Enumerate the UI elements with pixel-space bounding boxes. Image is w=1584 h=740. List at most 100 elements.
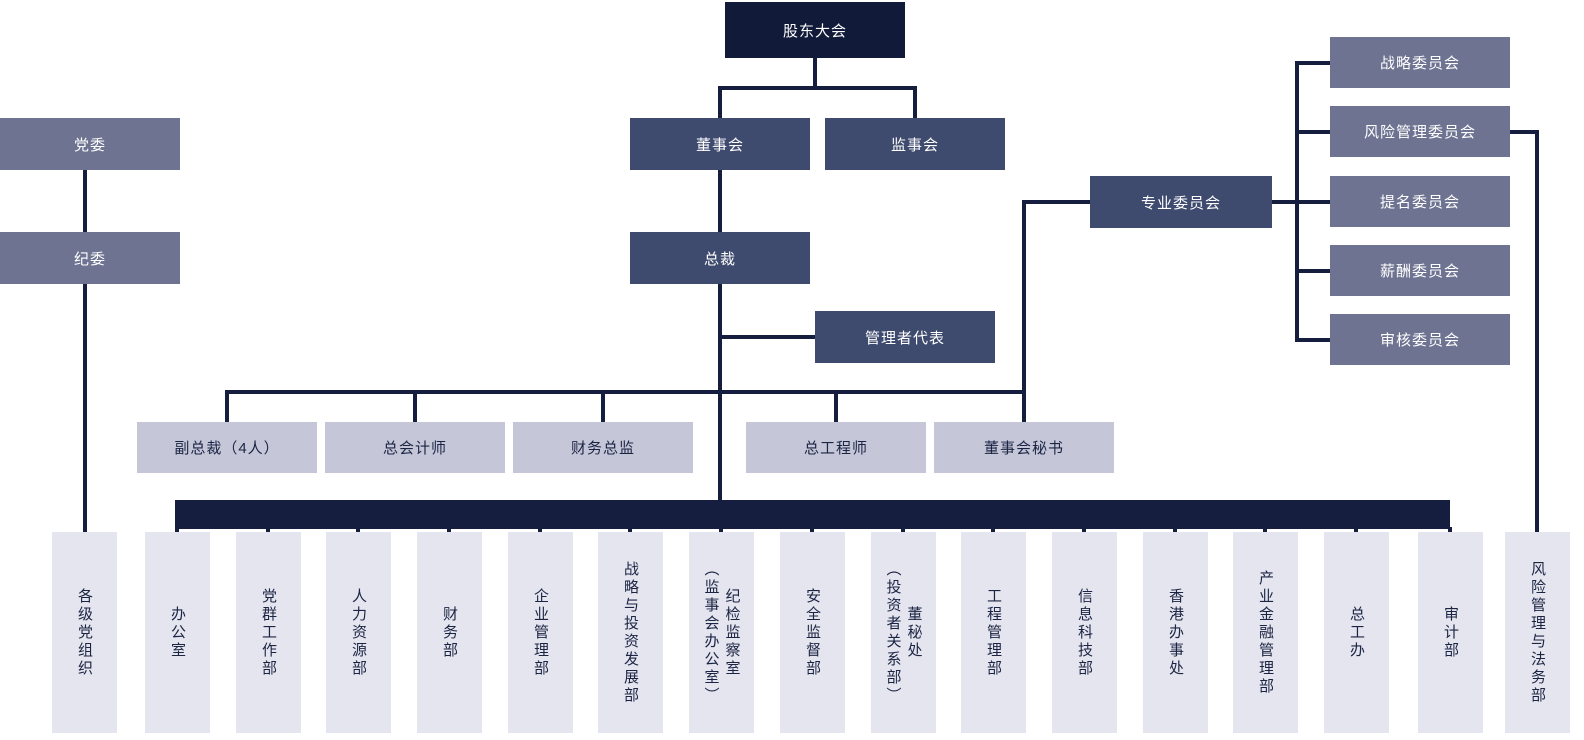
org-node-chief-accountant: 总会计师 [325, 422, 505, 473]
org-node-discipline-inspection-office: 纪检监察室 （监事会办公室） [689, 532, 754, 733]
connector-dept-stub [901, 527, 905, 534]
connector-audit-committee-stub [1299, 338, 1330, 342]
org-node-label: 财务总监 [570, 440, 635, 457]
connector-dept-stub [538, 527, 542, 534]
org-node-label: 董秘处 （投资者关系部） [884, 560, 923, 705]
org-node-finance-dept: 财务部 [417, 532, 482, 733]
org-node-supervisory-board: 监事会 [825, 118, 1005, 170]
org-node-party-mass-work-dept: 党群工作部 [236, 532, 301, 733]
org-node-label: 总工办 [1348, 605, 1365, 660]
org-node-risk-legal-dept: 风险管理与法务部 [1505, 532, 1570, 733]
org-node-label: 战略与投资发展部 [622, 560, 639, 705]
org-node-label: 专业委员会 [1140, 194, 1221, 212]
connector-discipline-partyorgs [83, 284, 87, 534]
connector-cfo-stub [601, 390, 605, 422]
connector-chief-engineer-stub [834, 390, 838, 422]
org-node-label: 财务部 [441, 605, 458, 660]
org-node-discipline-committee: 纪委 [0, 232, 180, 284]
connector-supervisory-drop [913, 88, 917, 118]
org-node-general-office: 办公室 [145, 532, 210, 733]
org-node-label: 风险管理与法务部 [1529, 560, 1546, 705]
org-node-audit-review-committee: 审核委员会 [1330, 314, 1510, 365]
connector-dept-stub [356, 527, 360, 534]
connector-committee-trunk [1295, 61, 1299, 342]
org-node-vice-presidents: 副总裁（4人） [137, 422, 317, 473]
org-node-label: 审计部 [1442, 605, 1459, 660]
connector-remuneration-stub [1299, 269, 1330, 273]
org-node-enterprise-management-dept: 企业管理部 [508, 532, 573, 733]
trunk-bar [175, 500, 1450, 529]
org-node-label: 信息科技部 [1076, 587, 1093, 678]
org-node-label: 总裁 [703, 250, 736, 268]
org-node-information-technology-dept: 信息科技部 [1052, 532, 1117, 733]
connector-special-committees-down [1022, 200, 1026, 422]
connector-accountant-stub [413, 390, 417, 422]
connector-special-committees-left [1026, 200, 1090, 204]
org-node-engineering-management-dept: 工程管理部 [961, 532, 1026, 733]
connector-nomination-stub [1299, 200, 1330, 204]
connector-dept-stub [991, 527, 995, 534]
connector-board-drop [718, 88, 722, 118]
org-node-label: 战略委员会 [1379, 55, 1460, 72]
org-node-special-committees: 专业委员会 [1090, 176, 1272, 228]
org-node-board-secretary: 董事会秘书 [934, 422, 1114, 473]
org-node-label: 股东大会 [782, 22, 847, 40]
connector-dept-stub [628, 527, 632, 534]
connector-dept-stub [810, 527, 814, 534]
org-node-nomination-committee: 提名委员会 [1330, 176, 1510, 227]
connector-party-discipline [83, 170, 87, 232]
org-node-risk-management-committee: 风险管理委员会 [1330, 106, 1510, 157]
org-node-party-organizations: 各级党组织 [52, 532, 117, 733]
connector-senior-row [225, 390, 1026, 394]
connector-risk-stub [1299, 130, 1330, 134]
org-node-label: 总工程师 [803, 440, 868, 457]
org-node-label: 监事会 [890, 136, 939, 154]
connector-special-committees-right [1272, 200, 1299, 204]
connector-dept-stub [1354, 527, 1358, 534]
org-node-label: 总会计师 [382, 440, 447, 457]
org-node-shareholders-meeting: 股东大会 [725, 2, 905, 58]
org-node-board-of-directors: 董事会 [630, 118, 810, 170]
connector-dept-stub [1173, 527, 1177, 534]
connector-shareholders-down [813, 58, 817, 90]
connector-dept-stub [1082, 527, 1086, 534]
org-node-remuneration-committee: 薪酬委员会 [1330, 245, 1510, 296]
org-node-label: 管理者代表 [864, 329, 945, 347]
org-node-strategy-investment-dept: 战略与投资发展部 [598, 532, 663, 733]
org-node-hong-kong-office: 香港办事处 [1143, 532, 1208, 733]
connector-dept-stub [1263, 527, 1267, 534]
org-node-party-committee: 党委 [0, 118, 180, 170]
org-node-president: 总裁 [630, 232, 810, 284]
org-node-label: 纪委 [73, 250, 106, 268]
org-node-label: 办公室 [169, 605, 186, 660]
org-node-label: 人力资源部 [350, 587, 367, 678]
org-node-label: 纪检监察室 （监事会办公室） [702, 560, 741, 705]
org-node-chief-engineer-office: 总工办 [1324, 532, 1389, 733]
connector-management-representative [720, 335, 817, 339]
connector-dept-stub [266, 527, 270, 534]
connector-risk-right [1510, 130, 1539, 134]
org-node-industrial-finance-dept: 产业金融管理部 [1233, 532, 1298, 733]
org-node-label: 董事会秘书 [983, 440, 1064, 457]
org-node-label: 风险管理委员会 [1363, 124, 1476, 141]
org-node-finance-director: 财务总监 [513, 422, 693, 473]
org-node-label: 党群工作部 [260, 587, 277, 678]
connector-risk-legal-down [1535, 130, 1539, 534]
connector-dept-stub [719, 527, 723, 534]
org-node-label: 安全监督部 [804, 587, 821, 678]
org-node-label: 薪酬委员会 [1379, 263, 1460, 280]
org-node-label: 党委 [73, 136, 106, 154]
org-node-label: 香港办事处 [1167, 587, 1184, 678]
org-node-human-resources-dept: 人力资源部 [326, 532, 391, 733]
org-node-label: 各级党组织 [76, 587, 93, 678]
org-node-safety-supervision-dept: 安全监督部 [780, 532, 845, 733]
org-node-label: 工程管理部 [985, 587, 1002, 678]
connector-vp-stub [225, 390, 229, 422]
org-node-label: 审核委员会 [1379, 332, 1460, 349]
connector-dept-stub [175, 527, 179, 534]
org-node-label: 董事会 [695, 136, 744, 154]
org-node-audit-dept: 审计部 [1418, 532, 1483, 733]
org-node-chief-engineer: 总工程师 [746, 422, 926, 473]
connector-strategy-stub [1299, 61, 1330, 65]
